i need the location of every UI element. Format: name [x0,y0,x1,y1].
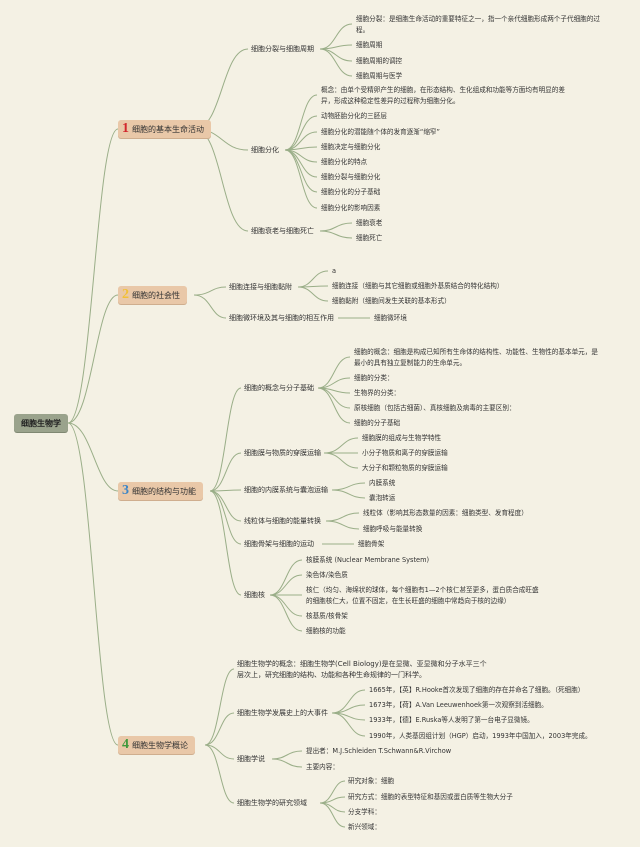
b3-leaf: 细胞核的功能 [306,627,346,635]
b1-leaf: 细胞衰老 [356,219,383,227]
b1-leaf: 细胞死亡 [356,234,383,242]
b3-leaf: 细胞的分类： [354,374,394,382]
b1-leaf: 细胞周期与医学 [356,72,403,80]
b1-leaf: 细胞决定与细胞分化 [321,143,381,151]
b2-leaf: a [332,267,337,275]
b4-sub-cell-theory[interactable]: 细胞学说 [237,755,265,763]
b4-leaf: 1933年，【德】E.Ruska等人发明了第一台电子显微镜。 [369,716,534,724]
b4-leaf: 分支学科： [348,808,381,816]
b3-leaf: 核基质/核骨架 [306,612,348,620]
b3-sub-nucleus[interactable]: 细胞核 [244,591,265,599]
main-node-3[interactable]: 3 细胞的结构与功能 [118,482,203,500]
root-node[interactable]: 细胞生物学 [14,414,68,432]
b1-leaf: 细胞分裂与细胞分化 [321,173,381,181]
b2-leaf: 细胞连接（细胞与其它细胞或细胞外基质结合的特化结构） [332,282,504,290]
number-4-icon: 4 [122,737,129,752]
b4-leaf: 研究方式：细胞的表型特征和基因或蛋白质等生物大分子 [348,793,513,801]
b2-sub-microenvironment[interactable]: 细胞微环境及其与细胞的相互作用 [229,314,334,322]
b3-sub-mitochondria[interactable]: 线粒体与细胞的能量转换 [244,517,321,525]
b3-sub-cytoskeleton[interactable]: 细胞骨架与细胞的运动 [244,540,314,548]
number-2-icon: 2 [122,287,129,302]
main-node-4[interactable]: 4 细胞生物学概论 [118,736,195,754]
b3-leaf: 细胞膜的组成与生物学特性 [362,434,442,442]
b3-sub-endomembrane[interactable]: 细胞的内膜系统与囊泡运输 [244,486,328,494]
b4-leaf: 1990年，人类基因组计划（HGP）启动，1993年中国加入，2003年完成。 [369,732,592,740]
b1-leaf-differentiation-def: 概念：由单个受精卵产生的细胞，在形态结构、生化组成和功能等方面均有明显的差异，形… [321,86,565,105]
b1-leaf-cell-division-def: 细胞分裂：是细胞生命活动的重要特征之一，指一个亲代细胞形成两个子代细胞的过程。 [356,15,600,34]
b1-leaf: 细胞分化的影响因素 [321,204,381,212]
main-node-2-title: 细胞的社会性 [132,290,180,300]
b3-leaf: 囊泡转运 [369,494,396,502]
b3-leaf: 大分子和颗粒物质的穿膜运输 [362,464,448,472]
b3-leaf: 原核细胞（包括古细菌）、真核细胞及病毒的主要区别： [354,404,516,412]
b3-leaf: 小分子物质和离子的穿膜运输 [362,449,448,457]
b4-sub-history[interactable]: 细胞生物学发展史上的大事件 [237,709,328,717]
main-node-1[interactable]: 1 细胞的基本生命活动 [118,120,211,138]
main-node-3-title: 细胞的结构与功能 [132,486,196,496]
b4-sub-concept[interactable]: 细胞生物学的概念：细胞生物学(Cell Biology)是在显微、亚显微和分子水… [237,660,487,679]
b4-leaf: 1673年，【荷】A.Van Leeuwenhoek第一次观察到活细胞。 [369,701,548,709]
b3-sub-membrane[interactable]: 细胞膜与物质的穿膜运输 [244,449,321,457]
b2-leaf: 细胞微环境 [374,314,407,322]
b1-leaf: 细胞分化的特点 [321,158,368,166]
b3-leaf: 细胞呼吸与能量转换 [363,525,423,533]
b4-leaf: 1665年，【英】R.Hooke首次发现了细胞的存在并命名了细胞。（死细胞） [369,686,585,694]
number-1-icon: 1 [122,121,129,136]
number-3-icon: 3 [122,483,129,498]
b3-leaf-nucleolus: 核仁（均匀、海绵状的球体，每个细胞有1—2个核仁甚至更多，蛋白质合成旺盛的细胞核… [306,586,539,605]
b1-sub-aging-death[interactable]: 细胞衰老与细胞死亡 [251,227,314,235]
b3-leaf-cell-def: 细胞的概念：细胞是构成已知所有生命体的结构性、功能性、生物性的基本单元，是最小的… [354,348,598,367]
main-node-4-title: 细胞生物学概论 [132,740,188,750]
b1-sub-differentiation[interactable]: 细胞分化 [251,146,279,154]
b1-leaf: 细胞周期的调控 [356,57,403,65]
main-node-1-title: 细胞的基本生命活动 [132,124,204,134]
b1-leaf: 动物胚胎分化的三胚层 [321,112,387,120]
main-node-2[interactable]: 2 细胞的社会性 [118,286,187,304]
b3-leaf: 线粒体（影响其形态数量的因素：细胞类型、发育程度） [363,509,528,517]
b4-leaf: 研究对象：细胞 [348,777,395,785]
b3-leaf: 生物界的分类： [354,389,401,397]
b2-leaf: 细胞黏附（细胞间发生关联的基本形式） [332,297,451,305]
b3-sub-concept[interactable]: 细胞的概念与分子基础 [244,384,314,392]
b3-leaf: 染色体/染色质 [306,571,348,579]
b4-leaf: 提出者：M.J.Schleiden T.Schwann&R.Virchow [306,747,452,755]
b4-sub-research-fields[interactable]: 细胞生物学的研究领域 [237,799,307,807]
b3-leaf: 细胞骨架 [358,540,385,548]
b1-sub-cell-division[interactable]: 细胞分裂与细胞周期 [251,45,314,53]
b4-leaf: 主要内容： [306,763,339,771]
b1-leaf: 细胞周期 [356,41,383,49]
b3-leaf: 内膜系统 [369,479,396,487]
b1-leaf: 细胞分化的分子基础 [321,188,381,196]
b2-sub-junction[interactable]: 细胞连接与细胞黏附 [229,283,292,291]
b3-leaf: 核膜系统 (Nuclear Membrane System) [306,556,430,564]
b1-leaf: 细胞分化的潜能随个体的发育逐渐“缩窄” [321,128,440,136]
b3-leaf: 细胞的分子基础 [354,419,401,427]
b4-leaf: 新兴领域： [348,823,381,831]
